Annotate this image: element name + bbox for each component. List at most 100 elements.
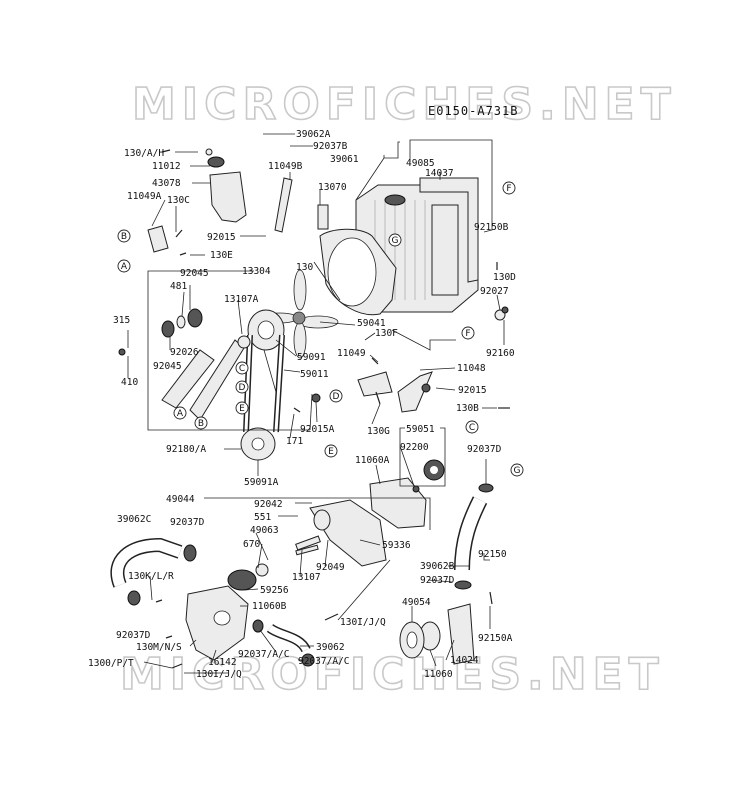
part-label: 49085 xyxy=(406,158,435,169)
part-label: 130I/J/Q xyxy=(196,669,242,680)
part-label: 1300/P/T xyxy=(88,658,134,669)
callout-circle: E xyxy=(324,444,338,458)
part-label: 11060 xyxy=(424,669,453,680)
part-label: 92150B xyxy=(474,222,509,233)
part-label: 14024 xyxy=(450,655,479,666)
callout-circle: C xyxy=(465,420,479,434)
part-labels: 39062A 92037B 39061 49085 14037 130/A/H … xyxy=(88,129,516,680)
part-label: 92150 xyxy=(478,549,507,560)
watermark-top: MICROFICHES.NET xyxy=(132,79,677,130)
part-label: 13107A xyxy=(224,294,259,305)
part-label: 49054 xyxy=(402,597,431,608)
svg-text:A: A xyxy=(177,409,184,419)
part-label: 59051 xyxy=(406,424,435,435)
part-label: 130M/N/S xyxy=(136,642,182,653)
part-label: 130G xyxy=(367,426,390,437)
part-label: 481 xyxy=(170,281,187,292)
part-label: 39062A xyxy=(296,129,331,140)
svg-text:C: C xyxy=(239,364,245,374)
part-label: 49063 xyxy=(250,525,279,536)
part-label: 13107 xyxy=(292,572,321,583)
part-label: 92037D xyxy=(170,517,205,528)
part-label: 130F xyxy=(375,328,398,339)
part-label: 92037/A/C xyxy=(298,656,349,667)
part-label: 171 xyxy=(286,436,303,447)
part-label: 59011 xyxy=(300,369,329,380)
svg-text:A: A xyxy=(121,262,128,272)
part-label: 130 xyxy=(296,262,313,273)
part-label: 11049 xyxy=(337,348,366,359)
callout-letters: F B G A F C D D E A B C E G xyxy=(117,181,524,477)
svg-text:B: B xyxy=(198,419,204,429)
part-label: 92027 xyxy=(480,286,509,297)
part-label: 39062 xyxy=(316,642,345,653)
callout-circle: G xyxy=(510,463,524,477)
part-label: 92180/A xyxy=(166,444,206,455)
part-label: 92045 xyxy=(153,361,182,372)
callout-circle: A xyxy=(117,259,131,273)
part-label: 49044 xyxy=(166,494,195,505)
svg-text:D: D xyxy=(239,383,246,393)
part-label: 11060A xyxy=(355,455,390,466)
part-label: 130C xyxy=(167,195,190,206)
part-label: 92037D xyxy=(467,444,502,455)
svg-text:D: D xyxy=(333,392,340,402)
svg-text:F: F xyxy=(465,329,470,339)
leader-lines xyxy=(127,133,505,674)
drawings xyxy=(110,126,510,669)
part-label: 92037D xyxy=(420,575,455,586)
callout-circle: F xyxy=(461,326,475,340)
part-label: 13304 xyxy=(242,266,271,277)
part-label: 92037D xyxy=(116,630,151,641)
part-label: 39062C xyxy=(117,514,151,525)
part-label: 92200 xyxy=(400,442,429,453)
callout-circle: D xyxy=(329,389,343,403)
part-label: 315 xyxy=(113,315,130,326)
part-label: 92037B xyxy=(313,141,348,152)
callout-circle: G xyxy=(388,233,402,247)
svg-text:G: G xyxy=(392,236,399,246)
part-label: 92037/A/C xyxy=(238,649,289,660)
callout-circle: B xyxy=(117,229,131,243)
svg-text:B: B xyxy=(121,232,127,242)
svg-text:F: F xyxy=(506,184,511,194)
part-label: 14037 xyxy=(425,168,454,179)
part-label: 39061 xyxy=(330,154,359,165)
part-label: 59091 xyxy=(297,352,326,363)
part-label: 39062B xyxy=(420,561,455,572)
part-label: 92015 xyxy=(207,232,236,243)
part-label: 92015 xyxy=(458,385,487,396)
callout-circle: D xyxy=(235,380,249,394)
part-label: 130I/J/Q xyxy=(340,617,386,628)
part-label: 92150A xyxy=(478,633,513,644)
diagram-code: E0150-A731B xyxy=(428,104,518,118)
part-label: 11049B xyxy=(268,161,303,172)
part-label: 130K/L/R xyxy=(128,571,174,582)
part-label: 551 xyxy=(254,512,271,523)
part-label: 130B xyxy=(456,403,479,414)
part-label: 43078 xyxy=(152,178,181,189)
part-label: 130/A/H xyxy=(124,148,164,159)
part-label: 11060B xyxy=(252,601,287,612)
part-label: 13070 xyxy=(318,182,347,193)
part-label: 16142 xyxy=(208,657,237,668)
part-label: 130D xyxy=(493,272,516,283)
part-label: 11049A xyxy=(127,191,162,202)
svg-text:G: G xyxy=(514,466,521,476)
callout-circle: E xyxy=(235,401,249,415)
svg-text:E: E xyxy=(328,447,334,457)
svg-text:E: E xyxy=(239,404,245,414)
part-label: 92045 xyxy=(180,268,209,279)
part-label: 92042 xyxy=(254,499,283,510)
part-label: 410 xyxy=(121,377,138,388)
callout-circle: B xyxy=(194,416,208,430)
part-label: 92049 xyxy=(316,562,345,573)
part-label: 11048 xyxy=(457,363,486,374)
callout-circle: C xyxy=(235,361,249,375)
part-label: 59256 xyxy=(260,585,289,596)
callout-circle: F xyxy=(502,181,516,195)
part-label: 92015A xyxy=(300,424,335,435)
part-label: 59336 xyxy=(382,540,411,551)
part-label: 92026 xyxy=(170,347,199,358)
